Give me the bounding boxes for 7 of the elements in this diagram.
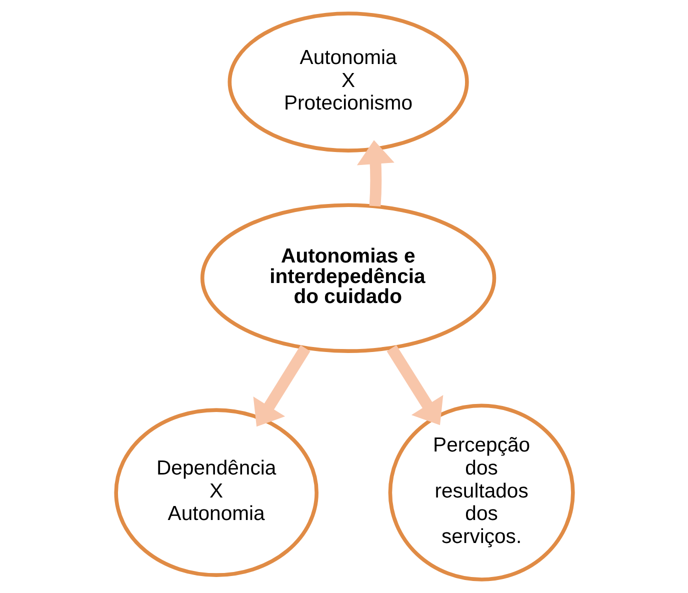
node-ellipse: Autonomia X Protecionismo [227, 12, 468, 152]
node-circle: Percepção dos resultados dos serviços. [388, 404, 574, 582]
node-ellipse: Dependência X Autonomia [114, 408, 318, 577]
arrow [252, 345, 310, 427]
arrow [356, 140, 394, 206]
arrow [386, 345, 443, 426]
node-ellipse: Autonomias e interdepedência do cuidado [200, 203, 496, 353]
